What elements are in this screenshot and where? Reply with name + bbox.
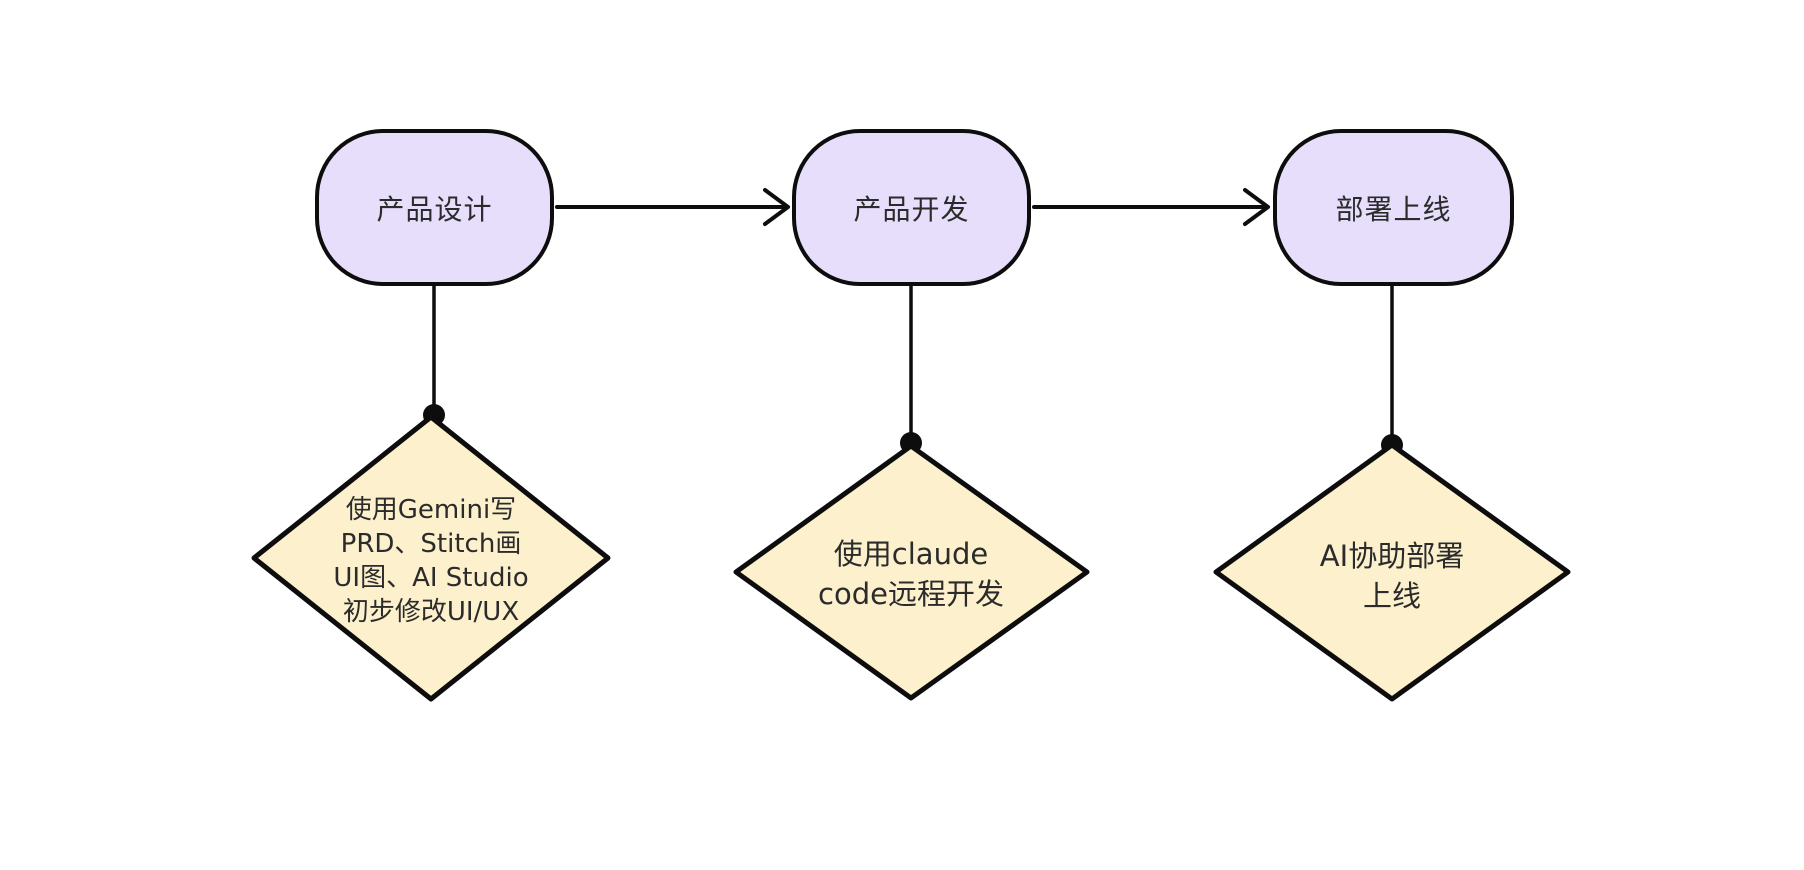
node-stage-dev[interactable]: 产品开发 — [792, 129, 1031, 286]
arrowhead-icon — [763, 188, 790, 226]
diamond-deploy-detail-label: AI协助部署 上线 — [1319, 539, 1465, 613]
node-stage-design-label: 产品设计 — [376, 192, 493, 226]
node-stage-design[interactable]: 产品设计 — [315, 129, 554, 286]
diamond-design-detail-label: 使用Gemini写 PRD、Stitch画 UI图、AI Studio 初步修改… — [333, 495, 529, 627]
arrowhead-icon — [1243, 188, 1270, 226]
diamond-dev-detail[interactable] — [733, 443, 1090, 701]
diamond-design-detail[interactable] — [251, 414, 611, 702]
diamond-deploy-detail[interactable] — [1213, 442, 1571, 702]
node-stage-deploy-label: 部署上线 — [1335, 192, 1452, 226]
node-stage-dev-label: 产品开发 — [853, 192, 970, 226]
diamond-dev-detail-label: 使用claude code远程开发 — [818, 537, 1004, 611]
node-stage-deploy[interactable]: 部署上线 — [1273, 129, 1514, 286]
